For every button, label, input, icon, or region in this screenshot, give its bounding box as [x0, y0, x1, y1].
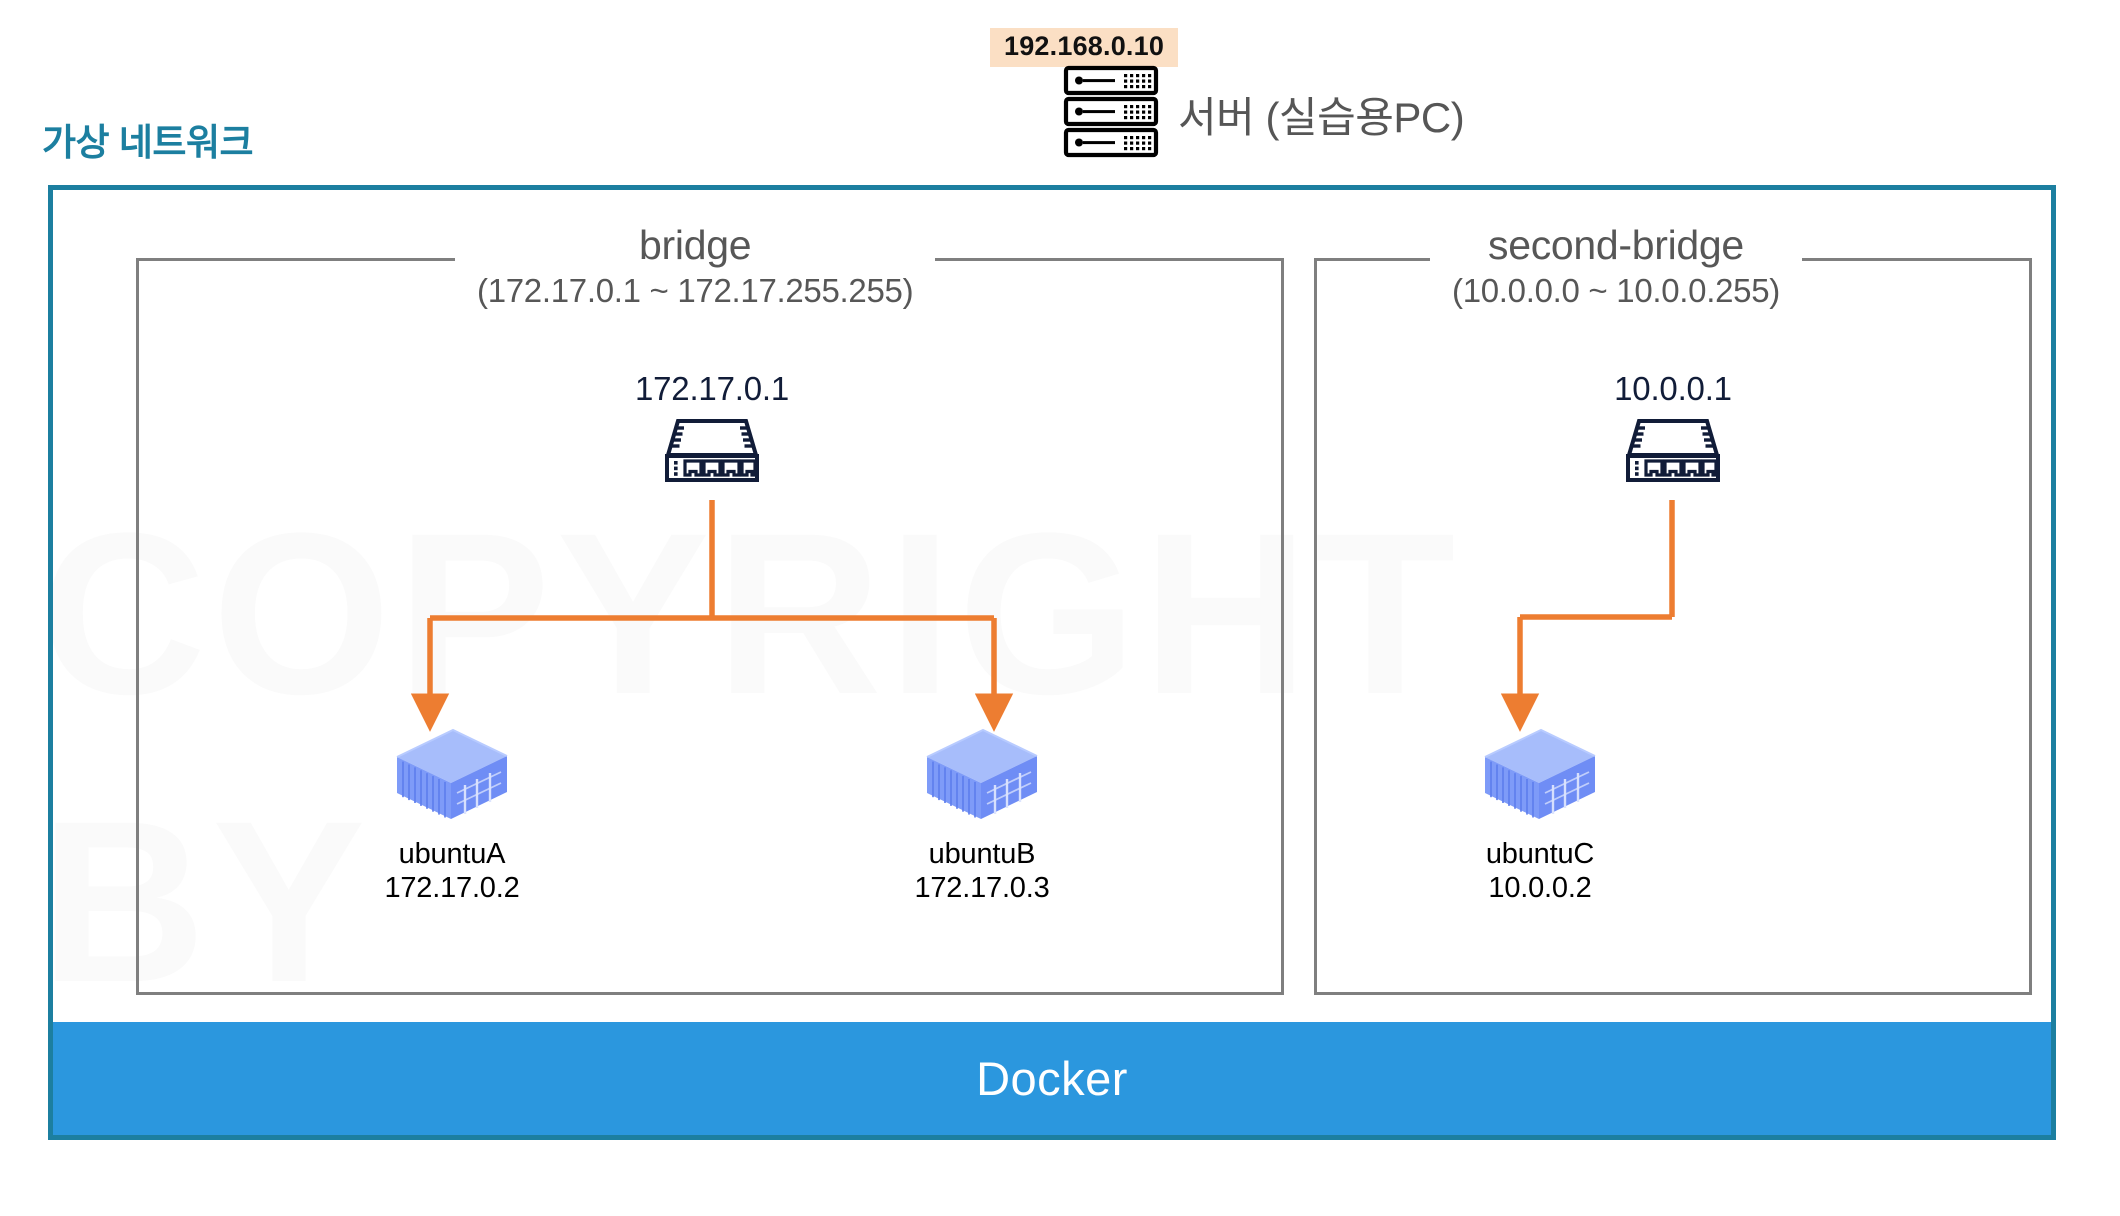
bridge-name: bridge: [639, 222, 752, 268]
network-switch-icon: [1621, 417, 1725, 488]
container-caption: ubuntuA 172.17.0.2: [384, 837, 519, 905]
second-bridge-gateway-ip: 10.0.0.1: [1614, 370, 1732, 407]
server-group: 192.168.0.10: [990, 28, 1465, 164]
container-node: ubuntuA 172.17.0.2: [324, 726, 580, 905]
docker-label: Docker: [976, 1052, 1128, 1105]
container-node: ubuntuC 10.0.0.2: [1412, 726, 1668, 905]
bridge-header: bridge (172.17.0.1 ~ 172.17.255.255): [455, 222, 936, 310]
bridge-gateway-node: 172.17.0.1: [592, 370, 832, 488]
bridge-gateway-ip: 172.17.0.1: [635, 370, 789, 407]
docker-platform-band: Docker: [53, 1022, 2051, 1135]
second-bridge-ip-range: (10.0.0.0 ~ 10.0.0.255): [1452, 271, 1780, 309]
docker-container-icon: [921, 726, 1043, 829]
bridge-ip-range: (172.17.0.1 ~ 172.17.255.255): [477, 271, 914, 309]
container-ip: 172.17.0.2: [384, 872, 520, 905]
second-bridge-header: second-bridge (10.0.0.0 ~ 10.0.0.255): [1430, 222, 1802, 310]
docker-container-icon: [1479, 726, 1601, 829]
second-bridge-name: second-bridge: [1488, 222, 1744, 268]
second-bridge-gateway-node: 10.0.0.1: [1553, 370, 1793, 488]
server-row: 서버 (실습용PC): [990, 65, 1465, 164]
network-switch-icon: [660, 417, 764, 488]
container-name: ubuntuC: [1485, 838, 1595, 870]
server-label: 서버 (실습용PC): [1178, 94, 1465, 141]
bridge-network-box: [136, 258, 1284, 995]
container-ip: 10.0.0.2: [1488, 872, 1592, 905]
container-caption: ubuntuC 10.0.0.2: [1486, 837, 1594, 905]
server-stack-icon: [1062, 65, 1160, 164]
container-node: ubuntuB 172.17.0.3: [854, 726, 1110, 905]
container-name: ubuntuA: [398, 838, 506, 870]
container-name: ubuntuB: [928, 838, 1036, 870]
virtual-network-container: [48, 185, 2056, 1140]
container-ip: 172.17.0.3: [914, 872, 1050, 905]
container-caption: ubuntuB 172.17.0.3: [914, 837, 1049, 905]
docker-container-icon: [391, 726, 513, 829]
server-ip-badge: 192.168.0.10: [990, 28, 1179, 67]
virtual-network-title: 가상 네트워크: [42, 122, 254, 163]
